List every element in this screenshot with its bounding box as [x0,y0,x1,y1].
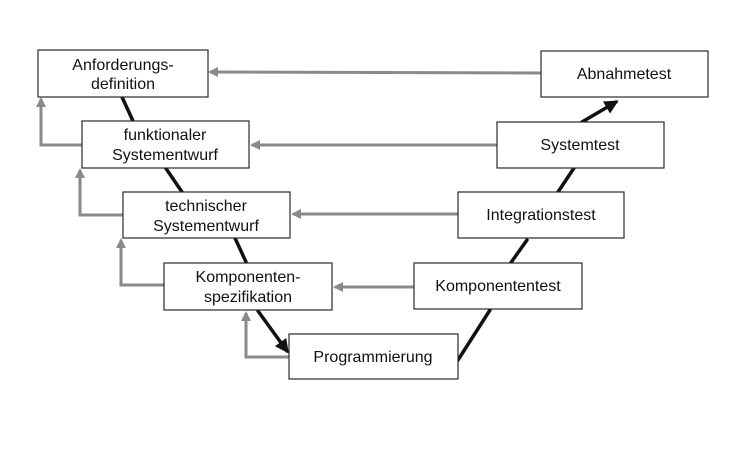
node-technischer-systementwurf-line1: technischer [165,198,247,215]
node-abnahmetest: Abnahmetest [540,50,709,98]
node-komponentenspezifikation-line1: Komponenten- [196,269,301,286]
feedback-arrow-4 [241,311,289,359]
v-path-up-1 [456,308,492,362]
v-path-down-3 [233,236,248,264]
arrow-abnahmetest-to-anforderung [208,67,542,78]
node-komponentenspezifikation-line2: spezifikation [204,289,292,306]
v-path-down-4 [256,309,289,354]
node-systemtest-label: Systemtest [540,137,620,154]
feedback-arrow-1 [36,97,82,147]
node-systemtest: Systemtest [496,121,665,169]
node-programmierung-label: Programmierung [313,349,432,366]
node-komponententest-label: Komponententest [435,278,561,295]
v-path-up-3 [556,166,576,194]
node-technischer-systementwurf-line2: Systementwurf [153,218,259,235]
node-komponentenspezifikation: Komponenten- spezifikation [163,262,333,311]
v-path-up-4 [580,100,619,124]
node-funktionaler-systementwurf: funktionaler Systementwurf [81,120,250,169]
node-abnahmetest-label: Abnahmetest [577,66,672,83]
feedback-arrow-2 [75,168,123,217]
node-anforderungsdefinition-line2: definition [91,76,155,93]
node-integrationstest-label: Integrationstest [486,207,596,224]
node-technischer-systementwurf: technischer Systementwurf [122,191,291,239]
v-path-down-1 [120,95,135,123]
v-path-up-2 [508,238,529,266]
horizontal-arrows [208,67,542,292]
node-programmierung: Programmierung [288,333,459,380]
node-komponententest: Komponententest [413,262,583,310]
node-anforderungsdefinition: Anforderungs- definition [37,49,209,98]
v-path [120,95,619,362]
node-funktionaler-systementwurf-line1: funktionaler [124,127,207,144]
feedback-arrows [36,97,289,359]
v-path-down-2 [163,165,184,194]
node-integrationstest: Integrationstest [457,191,625,239]
feedback-arrow-3 [116,238,164,287]
node-funktionaler-systementwurf-line2: Systementwurf [112,147,218,164]
node-anforderungsdefinition-line1: Anforderungs- [72,57,173,74]
